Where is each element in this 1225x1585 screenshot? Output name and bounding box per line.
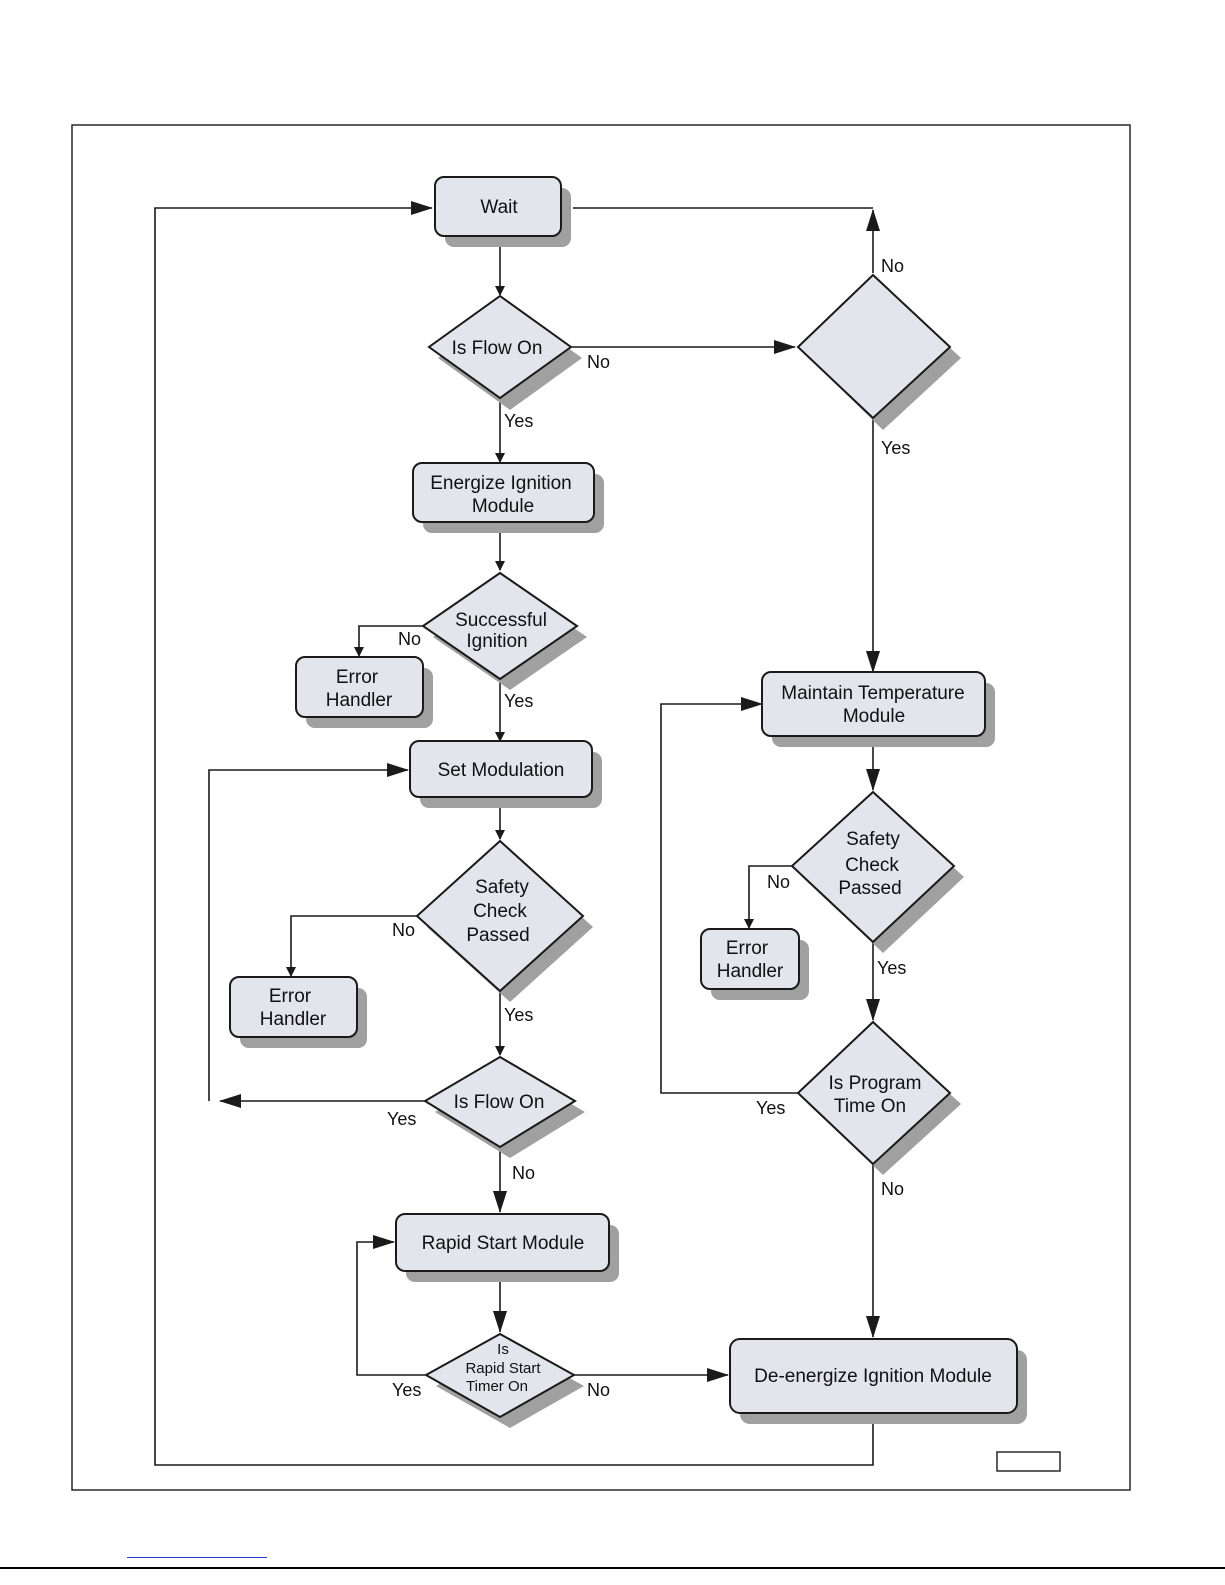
safety1-yes-label: Yes <box>504 1005 533 1025</box>
safety-check-2-line3: Passed <box>838 878 901 899</box>
flow2-no-label: No <box>512 1163 535 1183</box>
error-handler-3-line2: Handler <box>717 961 784 982</box>
rapid-timer-line2: Rapid Start <box>465 1360 541 1377</box>
wait-node: Wait <box>434 176 571 247</box>
safety-check-2-line1: Safety <box>846 829 900 850</box>
diagram-frame <box>71 124 1131 1491</box>
error-handler-3-line1: Error <box>726 938 769 959</box>
safety-check-1-decision: Safety Check Passed <box>415 839 593 1002</box>
footer-rule <box>0 1567 1225 1569</box>
rapid-timer-line3: Timer On <box>466 1378 528 1395</box>
safety-check-2-line2: Check <box>845 855 899 876</box>
maintain-temp-line1: Maintain Temperature <box>781 683 964 704</box>
error-handler-2-line2: Handler <box>260 1009 327 1030</box>
set-modulation-label: Set Modulation <box>438 760 565 781</box>
program-time-line1: Is Program <box>829 1073 922 1094</box>
flow-check-2-label: Is Flow On <box>454 1092 545 1113</box>
error-handler-2-line1: Error <box>269 986 312 1007</box>
flow1-no-label: No <box>587 352 610 372</box>
maintain-temp-line2: Module <box>843 706 905 727</box>
ignition-line1: Successful <box>455 610 547 631</box>
program-time-decision: Is Program Time On <box>796 1020 961 1175</box>
rapid-start-label: Rapid Start Module <box>422 1233 585 1254</box>
safety-check-1-line2: Check <box>473 901 527 922</box>
error-handler-1-line1: Error <box>336 667 379 688</box>
set-modulation-node: Set Modulation <box>409 740 602 808</box>
safety2-no-label: No <box>767 872 790 892</box>
maintain-temperature-node: Maintain Temperature Module <box>761 671 995 747</box>
safety-check-2-decision: Safety Check Passed <box>790 790 964 953</box>
error-handler-1: Error Handler <box>295 656 433 728</box>
safety1-no-label: No <box>392 920 415 940</box>
blank-decision <box>796 273 961 430</box>
energize-line1: Energize Ignition <box>430 473 572 494</box>
successful-ignition-decision: Successful Ignition <box>421 571 587 690</box>
energize-line2: Module <box>472 496 534 517</box>
footer-link-underline[interactable] <box>127 1557 267 1558</box>
flow-check-1-label: Is Flow On <box>452 338 543 359</box>
timer-no-label: No <box>587 1380 610 1400</box>
program-time-line2: Time On <box>834 1096 906 1117</box>
timer-yes-label: Yes <box>392 1380 421 1400</box>
deenergize-label: De-energize Ignition Module <box>754 1366 992 1387</box>
safety2-yes-label: Yes <box>877 958 906 978</box>
rapid-timer-decision: Is Rapid Start Timer On <box>423 1332 584 1428</box>
flow1-yes-label: Yes <box>504 411 533 431</box>
error-handler-1-line2: Handler <box>326 690 393 711</box>
flow-check-1-decision: Is Flow On <box>427 294 582 410</box>
energize-ignition-node: Energize Ignition Module <box>412 462 604 533</box>
figure-id-box <box>996 1451 1061 1472</box>
rapid-timer-line1: Is <box>497 1341 509 1358</box>
ignition-line2: Ignition <box>466 631 527 652</box>
blank-no-label: No <box>881 256 904 276</box>
error-handler-3: Error Handler <box>700 928 809 1000</box>
safety-check-1-line3: Passed <box>466 925 529 946</box>
flow2-yes-label: Yes <box>387 1109 416 1129</box>
error-handler-2: Error Handler <box>229 976 367 1048</box>
rapid-start-node: Rapid Start Module <box>395 1213 619 1282</box>
wait-label: Wait <box>480 197 518 218</box>
edge-labels: No Yes No Yes No Yes No Yes Yes No Yes N… <box>387 256 910 1400</box>
program-yes-label: Yes <box>756 1098 785 1118</box>
safety-check-1-line1: Safety <box>475 877 529 898</box>
ignition-no-label: No <box>398 629 421 649</box>
program-no-label: No <box>881 1179 904 1199</box>
blank-yes-label: Yes <box>881 438 910 458</box>
deenergize-ignition-node: De-energize Ignition Module <box>729 1338 1027 1424</box>
flow-check-2-decision: Is Flow On <box>423 1055 585 1158</box>
ignition-yes-label: Yes <box>504 691 533 711</box>
